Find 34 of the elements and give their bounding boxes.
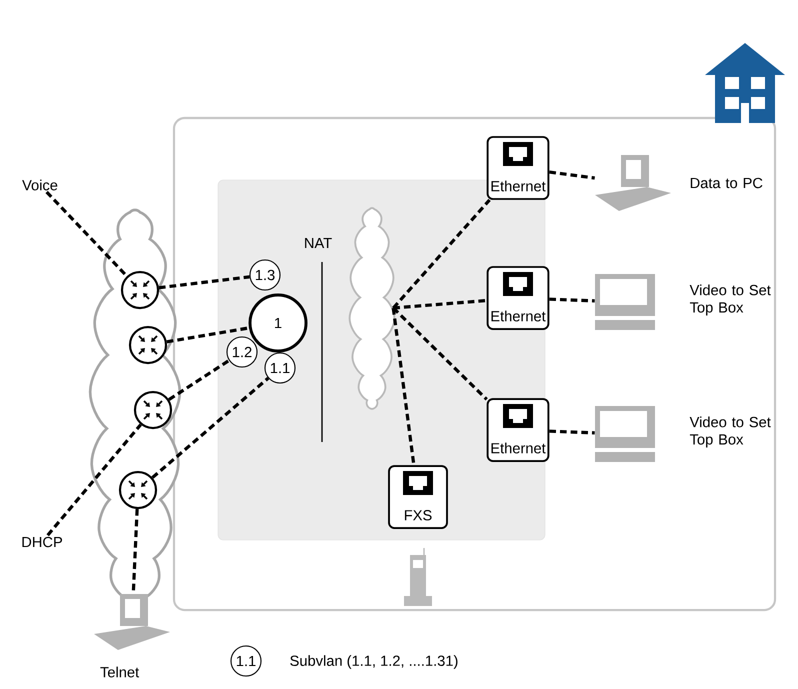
connector-line <box>549 170 595 180</box>
legend-text: Subvlan (1.1, 1.2, ....1.31) <box>290 655 458 669</box>
connector-line <box>392 308 416 466</box>
connector-line <box>132 508 139 593</box>
caption-text: Video to Set Top Box <box>690 284 771 316</box>
port-box: Ethernet <box>486 136 550 200</box>
router-symbol <box>128 326 168 364</box>
caption-text: Telnet <box>100 666 140 678</box>
text-label: Voice <box>22 180 58 190</box>
connector-line <box>166 326 250 344</box>
caption-text: Video to Set Top Box <box>690 416 771 448</box>
picture <box>94 594 170 650</box>
connector-line <box>549 430 595 434</box>
port-box: Ethernet <box>486 398 550 462</box>
router-symbol <box>120 270 160 310</box>
connector-line <box>151 376 270 479</box>
cloud-drawing <box>348 207 396 410</box>
connector-line <box>392 306 488 401</box>
picture <box>595 406 655 462</box>
port-box: FXS <box>388 465 448 529</box>
router-symbol <box>134 390 172 430</box>
connector-line <box>168 359 230 401</box>
connector-line <box>392 198 491 310</box>
port-box: Ethernet <box>486 266 550 330</box>
connector-line <box>549 298 595 302</box>
picture <box>595 155 671 211</box>
connector-line <box>46 190 128 278</box>
router-symbol <box>118 470 158 510</box>
connector-line <box>46 424 142 536</box>
caption-text: Data to PC <box>690 178 762 188</box>
connector-line <box>393 298 487 310</box>
text-label: NAT <box>305 238 332 248</box>
picture <box>595 274 655 330</box>
text-label: DHCP <box>22 536 62 548</box>
